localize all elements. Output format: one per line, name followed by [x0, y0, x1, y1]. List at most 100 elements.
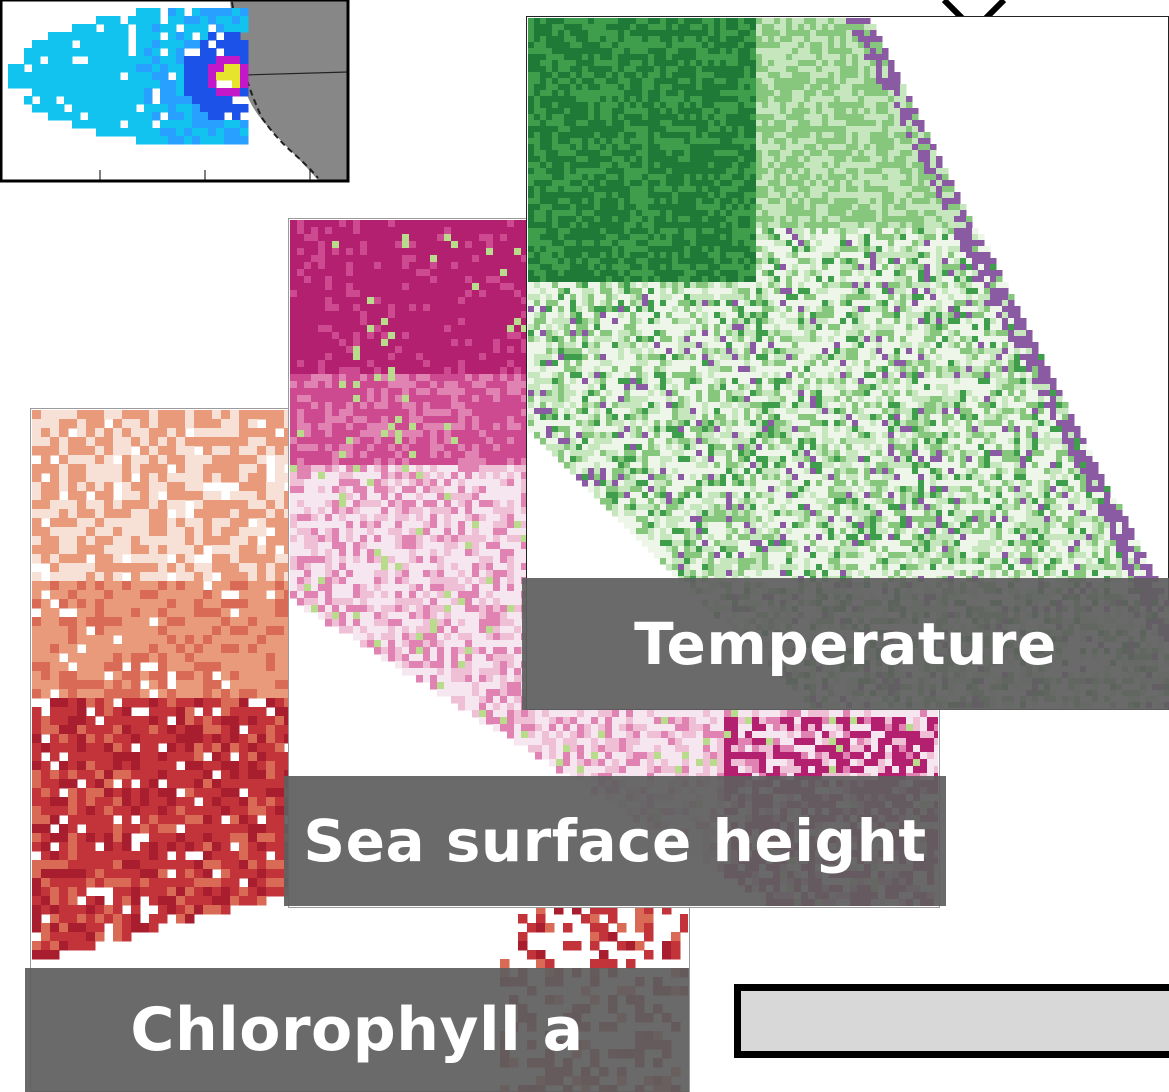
- raster-cell: [50, 932, 60, 942]
- raster-cell: [388, 227, 396, 235]
- raster-cell: [230, 563, 240, 573]
- raster-cell: [339, 248, 347, 256]
- raster-cell: [275, 806, 285, 816]
- raster-cell: [104, 644, 114, 654]
- raster-cell: [50, 437, 60, 447]
- raster-cell: [230, 734, 240, 744]
- ocean-cell: [192, 88, 201, 97]
- raster-cell: [68, 545, 78, 555]
- ocean-cell: [136, 72, 145, 81]
- raster-cell: [158, 752, 168, 762]
- ocean-cell: [216, 112, 225, 121]
- ocean-cell: [240, 128, 249, 137]
- raster-cell: [239, 482, 249, 492]
- ocean-cell: [112, 40, 121, 49]
- raster-cell: [458, 220, 466, 228]
- raster-cell: [68, 923, 78, 933]
- raster-cell: [185, 680, 195, 690]
- raster-cell: [122, 455, 132, 465]
- raster-cell: [239, 662, 249, 672]
- raster-cell: [185, 806, 195, 816]
- ocean-cell: [144, 104, 153, 113]
- raster-cell: [32, 626, 42, 636]
- raster-cell: [230, 581, 240, 591]
- raster-cell: [158, 770, 168, 780]
- ocean-cell: [208, 120, 217, 129]
- raster-cell: [423, 255, 431, 263]
- raster-cell: [59, 671, 69, 681]
- raster-cell: [140, 878, 150, 888]
- raster-cell: [635, 941, 645, 951]
- ocean-cell: [200, 16, 209, 25]
- raster-cell: [230, 626, 240, 636]
- raster-cell: [104, 653, 114, 663]
- ocean-cell: [120, 112, 129, 121]
- raster-cell: [41, 842, 51, 852]
- raster-cell: [131, 914, 141, 924]
- raster-cell: [194, 653, 204, 663]
- ocean-cell: [224, 16, 233, 25]
- raster-cell: [167, 536, 177, 546]
- raster-cell: [122, 527, 132, 537]
- raster-cell: [416, 290, 424, 298]
- raster-cell: [423, 227, 431, 235]
- raster-cell: [230, 653, 240, 663]
- raster-cell: [122, 932, 132, 942]
- ocean-cell: [64, 64, 73, 73]
- raster-cell: [444, 227, 452, 235]
- raster-cell: [59, 680, 69, 690]
- raster-cell: [221, 770, 231, 780]
- raster-cell: [527, 923, 537, 933]
- raster-cell: [332, 262, 340, 270]
- raster-cell: [230, 527, 240, 537]
- ocean-cell: [128, 88, 137, 97]
- raster-cell: [423, 290, 431, 298]
- raster-cell: [104, 599, 114, 609]
- ocean-cell: [208, 96, 217, 105]
- raster-cell: [140, 536, 150, 546]
- raster-cell: [239, 500, 249, 510]
- raster-cell: [167, 698, 177, 708]
- raster-cell: [221, 761, 231, 771]
- ocean-cell: [152, 64, 161, 73]
- raster-cell: [248, 482, 258, 492]
- raster-cell: [104, 410, 114, 420]
- ocean-cell: [88, 64, 97, 73]
- raster-cell: [131, 878, 141, 888]
- raster-cell: [185, 455, 195, 465]
- ocean-cell: [168, 48, 177, 57]
- raster-cell: [104, 437, 114, 447]
- raster-cell: [68, 509, 78, 519]
- raster-cell: [158, 446, 168, 456]
- ocean-cell: [136, 96, 145, 105]
- raster-cell: [409, 262, 417, 270]
- raster-cell: [77, 923, 87, 933]
- raster-cell: [131, 869, 141, 879]
- raster-cell: [59, 482, 69, 492]
- raster-cell: [167, 410, 177, 420]
- raster-cell: [388, 241, 396, 249]
- raster-cell: [131, 824, 141, 834]
- raster-cell: [68, 491, 78, 501]
- raster-cell: [662, 941, 672, 951]
- raster-cell: [32, 635, 42, 645]
- ocean-cell: [192, 112, 201, 121]
- raster-cell: [275, 707, 285, 717]
- raster-cell: [95, 860, 105, 870]
- ocean-cell: [48, 72, 57, 81]
- raster-cell: [203, 608, 213, 618]
- raster-cell: [437, 283, 445, 291]
- raster-cell: [266, 770, 276, 780]
- raster-cell: [472, 241, 480, 249]
- raster-cell: [360, 255, 368, 263]
- raster-cell: [131, 536, 141, 546]
- raster-cell: [32, 653, 42, 663]
- ocean-cell: [72, 72, 81, 81]
- raster-cell: [430, 290, 438, 298]
- ocean-cell: [104, 72, 113, 81]
- raster-cell: [149, 482, 159, 492]
- raster-cell: [68, 734, 78, 744]
- raster-cell: [167, 734, 177, 744]
- raster-cell: [176, 482, 186, 492]
- ocean-cell: [96, 32, 105, 41]
